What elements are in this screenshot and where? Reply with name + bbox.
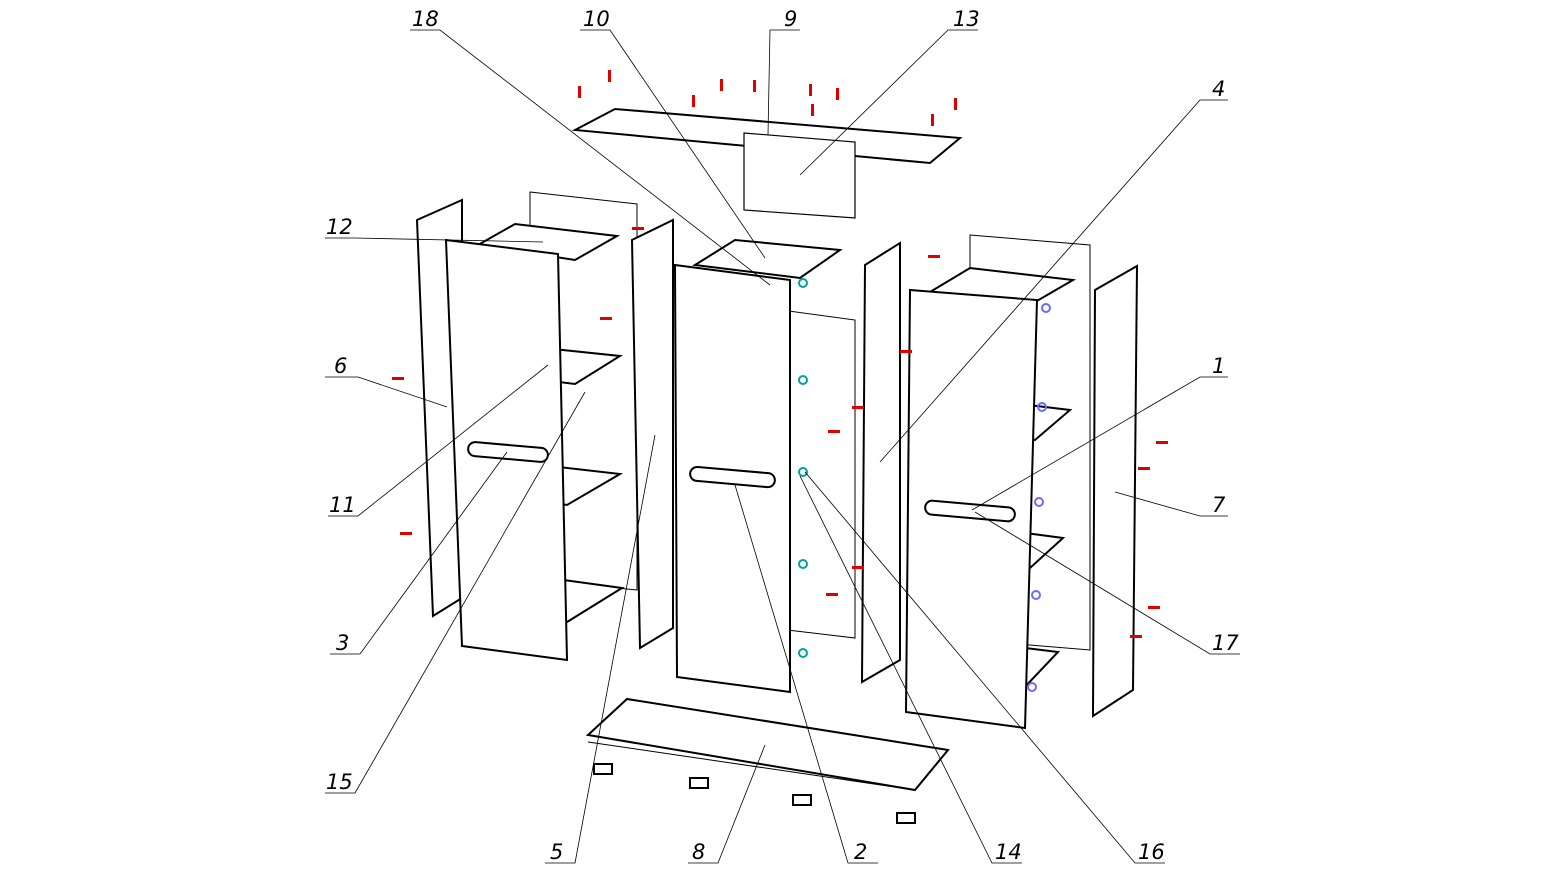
dowels [1027, 303, 1051, 692]
callout-11: 11 [329, 493, 356, 517]
callout-10: 10 [583, 7, 610, 31]
top-panel [571, 107, 963, 219]
callout-5: 5 [550, 840, 563, 864]
right-door-handle [924, 499, 1016, 523]
callout-9: 9 [784, 7, 797, 31]
cam-locks [798, 278, 808, 658]
fasteners [392, 70, 1168, 638]
callout-labels: 18 10 9 13 4 12 6 11 3 15 5 8 2 14 16 1 … [326, 7, 1239, 864]
callout-3: 3 [336, 631, 349, 655]
callout-14: 14 [995, 840, 1022, 864]
callout-17: 17 [1212, 631, 1239, 655]
callout-1: 1 [1212, 354, 1225, 378]
center-door-handle [689, 465, 776, 489]
right-side-panel [1091, 264, 1139, 718]
right-partition [860, 241, 901, 684]
callout-8: 8 [692, 840, 705, 864]
center-top-shelf [692, 238, 843, 280]
callout-16: 16 [1138, 840, 1165, 864]
callout-2: 2 [854, 840, 867, 864]
callout-15: 15 [326, 770, 353, 794]
leader-lines [325, 29, 1240, 864]
left-door-handle [467, 441, 549, 463]
callout-12: 12 [326, 215, 353, 239]
callout-7: 7 [1212, 493, 1226, 517]
feet [593, 763, 916, 824]
callout-18: 18 [412, 7, 439, 31]
left-partition [630, 218, 674, 650]
callout-4: 4 [1212, 77, 1225, 101]
callout-13: 13 [953, 7, 980, 31]
bottom-panel [585, 697, 950, 792]
callout-6: 6 [334, 354, 347, 378]
